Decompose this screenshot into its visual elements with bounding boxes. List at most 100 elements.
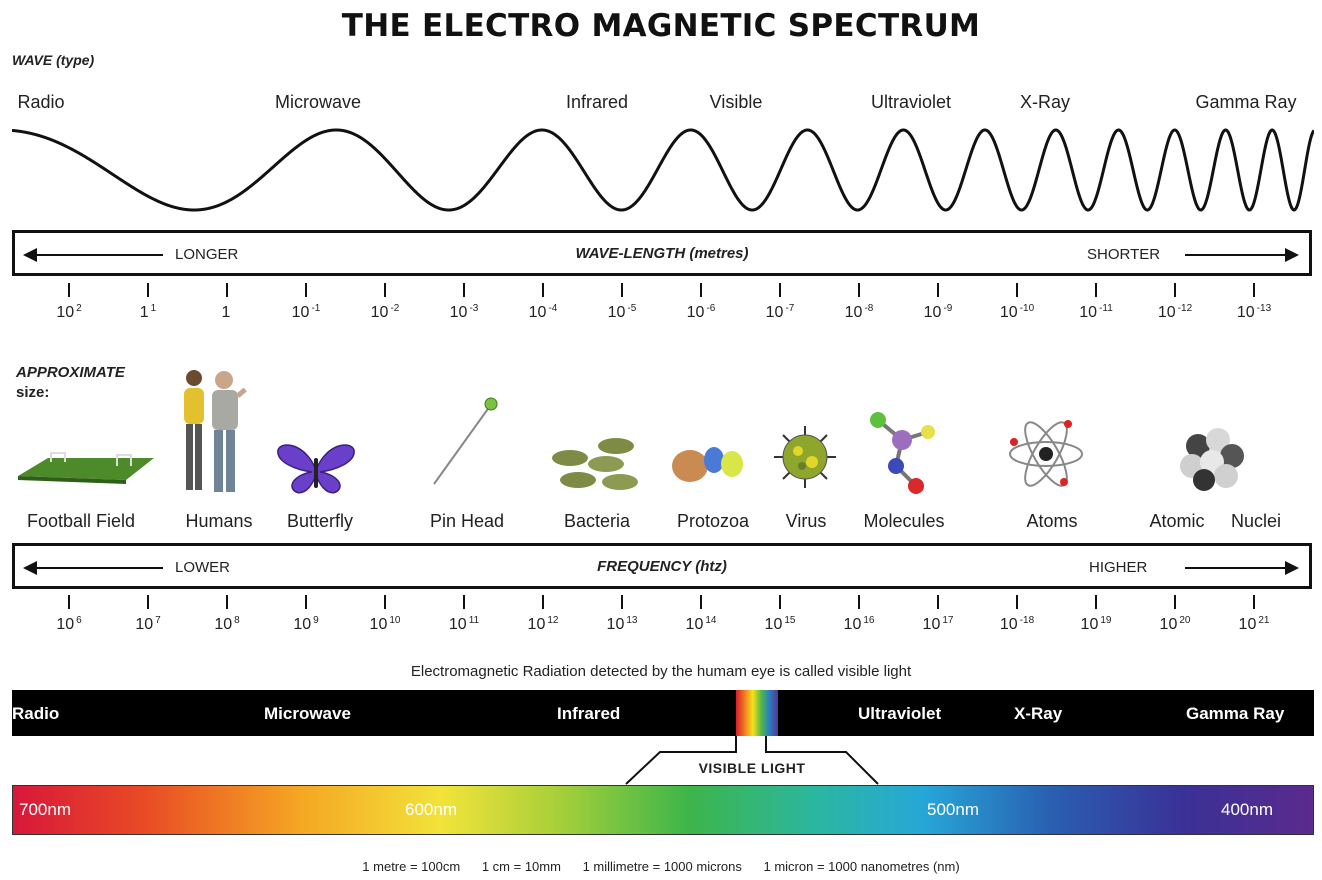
football-field-icon xyxy=(18,452,154,484)
wavelength-tick xyxy=(1253,283,1255,297)
nm-label-600: 600nm xyxy=(405,800,457,819)
wavelength-tick-label: 10-3 xyxy=(449,303,479,321)
wavelength-tick-label: 10-10 xyxy=(999,303,1035,321)
object-label-atomic: Atomic xyxy=(1149,511,1205,531)
wavelength-title: WAVE-LENGTH (metres) xyxy=(575,245,749,262)
wavelength-tick-label: 10-1 xyxy=(291,303,321,321)
nm-label-400: 400nm xyxy=(1221,800,1273,819)
object-label-pin-head: Pin Head xyxy=(429,511,505,531)
frequency-tick xyxy=(463,595,465,609)
humans-icon xyxy=(184,370,247,492)
object-label-football-field: Football Field xyxy=(26,511,136,531)
arrow-left-icon xyxy=(23,561,37,575)
visible-light-note: Electromagnetic Radiation detected by th… xyxy=(410,663,912,680)
unit-cm: 1 cm = 10mm xyxy=(481,859,561,874)
frequency-tick xyxy=(147,595,149,609)
wave-type-heading: WAVE (type) xyxy=(12,52,95,68)
spectrum-band: Radio Microwave Infrared Ultraviolet X-R… xyxy=(12,690,1314,736)
object-label-butterfly: Butterfly xyxy=(286,511,354,531)
wavelength-tick xyxy=(226,283,228,297)
wavelength-tick xyxy=(937,283,939,297)
wavelength-tick xyxy=(305,283,307,297)
bacteria-icon xyxy=(552,438,638,490)
frequency-tick xyxy=(1095,595,1097,609)
wavelength-tick-label: 10-13 xyxy=(1236,303,1272,321)
wave-curve xyxy=(12,128,1314,212)
nm-label-700: 700nm xyxy=(19,800,71,819)
visible-light-callout xyxy=(625,736,879,785)
nm-label-500: 500nm xyxy=(927,800,979,819)
arrow-right-icon xyxy=(1285,248,1299,262)
band-label-infrared: Infrared xyxy=(557,704,621,723)
frequency-tick xyxy=(68,595,70,609)
wavelength-tick-label: 10-4 xyxy=(528,303,558,321)
wavelength-longer-label: LONGER xyxy=(175,246,239,263)
frequency-tick xyxy=(700,595,702,609)
frequency-tick xyxy=(937,595,939,609)
wavelength-tick-label: 10-5 xyxy=(607,303,637,321)
object-label-protozoa: Protozoa xyxy=(676,511,750,531)
wave-label-visible: Visible xyxy=(709,92,763,112)
wavelength-tick xyxy=(1016,283,1018,297)
frequency-tick xyxy=(1016,595,1018,609)
wavelength-tick xyxy=(68,283,70,297)
band-label-gamma-ray: Gamma Ray xyxy=(1186,704,1285,723)
frequency-tick-label: 10-18 xyxy=(999,615,1035,633)
object-label-humans: Humans xyxy=(185,511,253,531)
band-label-microwave: Microwave xyxy=(264,704,351,723)
wavelength-tick-label: 10-11 xyxy=(1079,303,1113,321)
pin-head-icon xyxy=(433,397,498,485)
wavelength-tick-label: 1 xyxy=(221,304,231,321)
frequency-tick xyxy=(858,595,860,609)
object-label-molecules: Molecules xyxy=(863,511,945,531)
units-footnote: 1 metre = 100cm 1 cm = 10mm 1 millimetre… xyxy=(0,859,1322,874)
wavelength-bar: LONGER WAVE-LENGTH (metres) SHORTER xyxy=(12,230,1312,276)
page-title: THE ELECTRO MAGNETIC SPECTRUM xyxy=(341,8,981,44)
atoms-icon xyxy=(1009,420,1083,487)
unit-micron: 1 micron = 1000 nanometres (nm) xyxy=(763,859,960,874)
arrow-right-icon xyxy=(1285,561,1299,575)
wavelength-tick-label: 10-8 xyxy=(844,303,874,321)
wavelength-tick xyxy=(700,283,702,297)
frequency-tick xyxy=(1253,595,1255,609)
wavelength-tick xyxy=(384,283,386,297)
unit-metre: 1 metre = 100cm xyxy=(362,859,461,874)
nuclei-icon xyxy=(1180,428,1244,491)
arrow-left-icon xyxy=(23,248,37,262)
band-label-radio: Radio xyxy=(12,704,60,723)
visible-spectrum-gradient: 700nm 600nm 500nm 400nm xyxy=(12,785,1314,835)
visible-strip xyxy=(736,690,778,736)
frequency-title: FREQUENCY (htz) xyxy=(597,558,727,575)
wavelength-tick-label: 10-2 xyxy=(370,303,400,321)
virus-icon xyxy=(774,426,836,488)
frequency-tick xyxy=(226,595,228,609)
band-label-ultraviolet: Ultraviolet xyxy=(858,704,942,723)
wave-label-x-ray: X-Ray xyxy=(1019,92,1071,112)
wavelength-tick xyxy=(1174,283,1176,297)
object-label-bacteria: Bacteria xyxy=(563,511,631,531)
wavelength-tick xyxy=(858,283,860,297)
frequency-lower-label: LOWER xyxy=(175,559,231,576)
visible-light-label: VISIBLE LIGHT xyxy=(698,760,806,776)
frequency-tick xyxy=(384,595,386,609)
frequency-tick xyxy=(779,595,781,609)
wavelength-tick xyxy=(147,283,149,297)
frequency-tick xyxy=(305,595,307,609)
size-heading-line2: size: xyxy=(16,384,50,401)
wave-label-gamma-ray: Gamma Ray xyxy=(1195,92,1297,112)
unit-millimetre: 1 millimetre = 1000 microns xyxy=(582,859,742,874)
wavelength-tick-label: 10-6 xyxy=(686,303,716,321)
